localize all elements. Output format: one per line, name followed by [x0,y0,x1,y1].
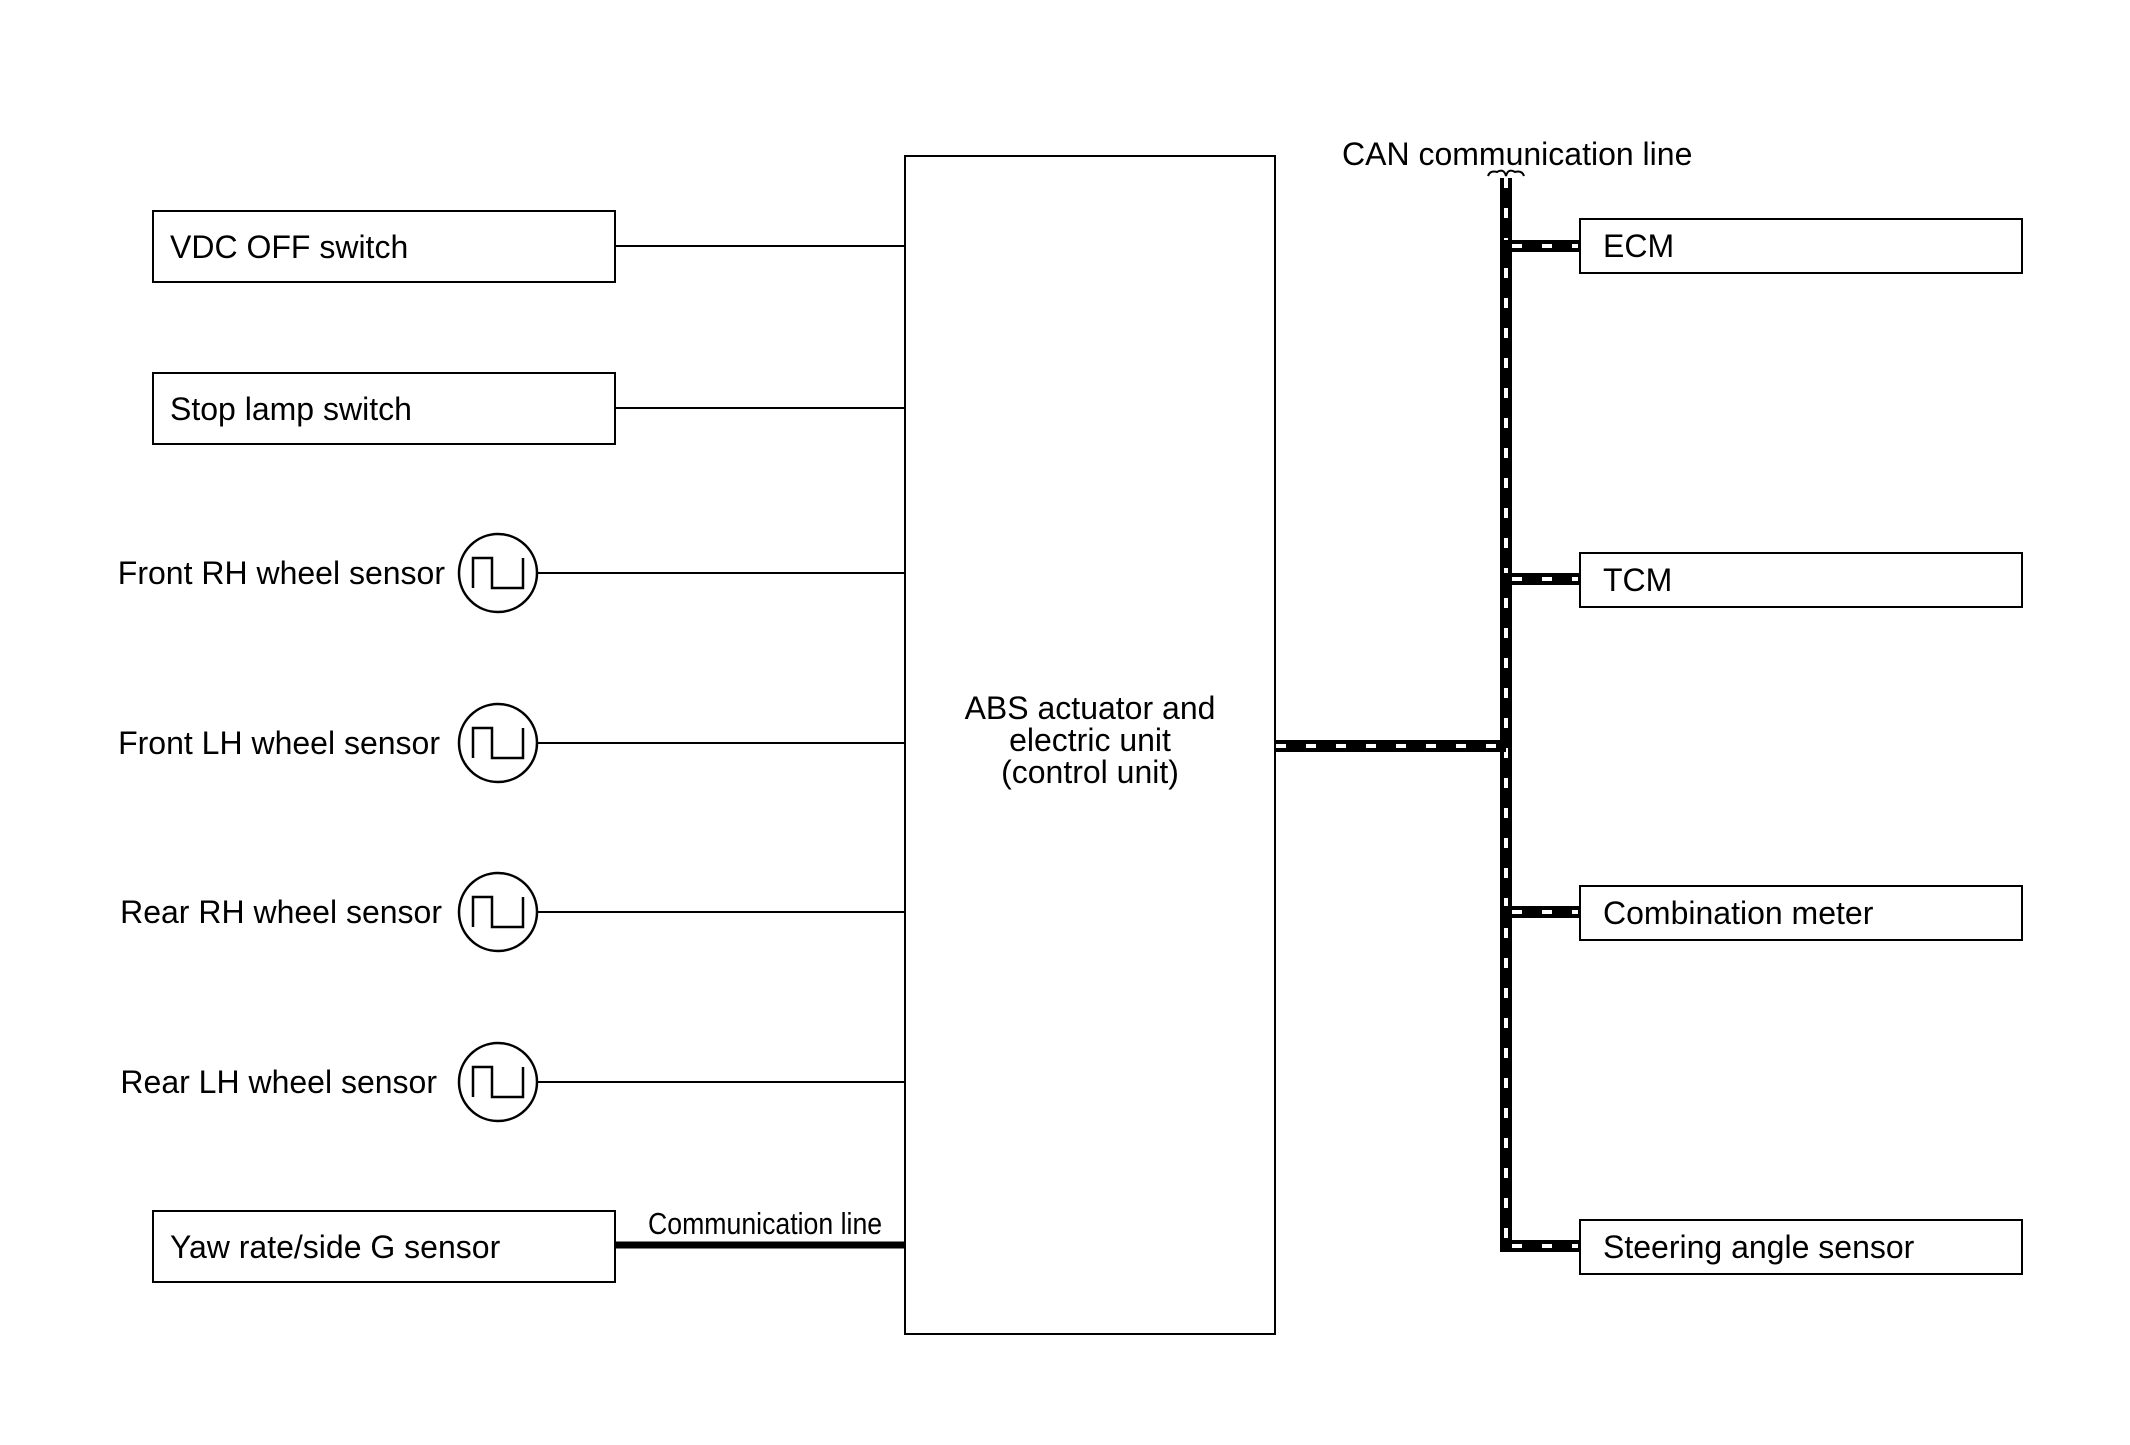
can-label-brace [1487,169,1525,177]
front-rh-sensor-icon [457,532,539,614]
ecm-box: ECM [1579,218,2023,274]
rear-rh-sensor-icon [457,871,539,953]
can-communication-line-label: CAN communication line [1342,136,1693,172]
control-unit-line-2: electric unit [1009,722,1171,758]
combination-meter-box: Combination meter [1579,885,2023,941]
vdc-off-switch-label: VDC OFF switch [170,228,409,265]
yaw-rate-sensor-label: Yaw rate/side G sensor [170,1228,501,1265]
abs-control-unit-box [904,155,1276,1335]
communication-line-label: Communication line [648,1206,883,1241]
steering-angle-sensor-box: Steering angle sensor [1579,1219,2023,1275]
stop-lamp-switch-label: Stop lamp switch [170,390,412,427]
tcm-label: TCM [1603,562,1673,598]
abs-control-unit-label: ABS actuator and electric unit (control … [904,692,1276,788]
control-unit-line-1: ABS actuator and [964,690,1216,726]
steering-angle-sensor-label: Steering angle sensor [1603,1229,1915,1265]
ecm-label: ECM [1603,228,1675,264]
rear-lh-sensor-icon [457,1041,539,1123]
front-rh-sensor-label: Front RH wheel sensor [117,555,445,591]
control-unit-line-3: (control unit) [1001,754,1179,790]
vdc-off-switch-box: VDC OFF switch [152,210,616,283]
combination-meter-label: Combination meter [1603,895,1874,931]
yaw-rate-sensor-box: Yaw rate/side G sensor [152,1210,616,1283]
stop-lamp-switch-box: Stop lamp switch [152,372,616,445]
rear-rh-sensor-label: Rear RH wheel sensor [120,894,442,930]
rear-lh-sensor-label: Rear LH wheel sensor [120,1064,437,1100]
front-lh-sensor-label: Front LH wheel sensor [118,725,440,761]
front-lh-sensor-icon [457,702,539,784]
tcm-box: TCM [1579,552,2023,608]
